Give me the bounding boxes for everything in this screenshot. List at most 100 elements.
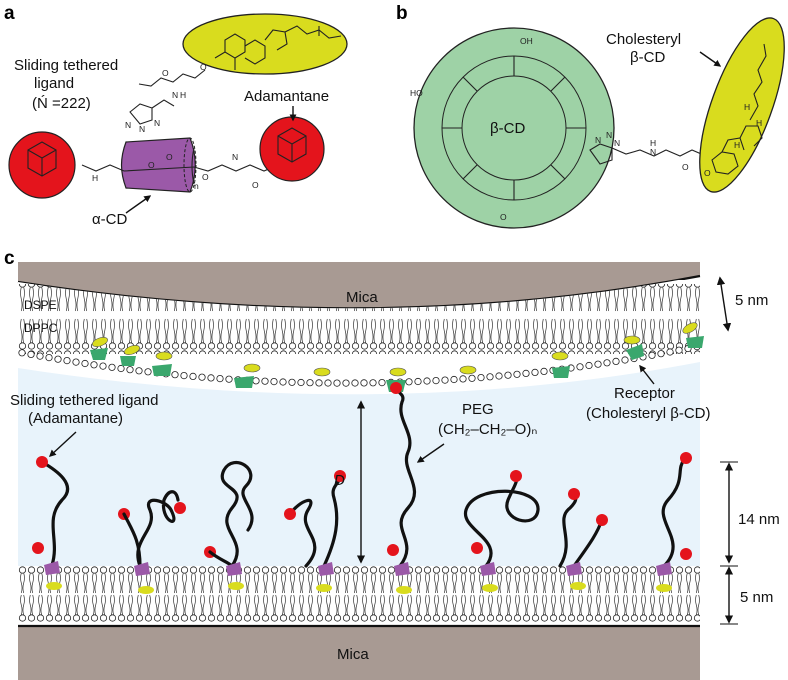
lipid-head — [279, 378, 287, 386]
adamantane-structure-left — [27, 141, 57, 177]
lipid-head — [576, 363, 584, 371]
receptor-label-line2: (Cholesteryl β-CD) — [586, 405, 710, 422]
tethered-ligand — [284, 470, 346, 592]
lipid-head — [36, 352, 44, 360]
mica-bottom — [18, 626, 700, 680]
lipid-head — [342, 379, 350, 387]
lipid-head — [207, 374, 215, 382]
lipid-head — [441, 376, 449, 384]
lipid-head — [450, 375, 458, 384]
tethered-ligand — [463, 470, 540, 592]
atom-h-b1: H — [650, 138, 656, 148]
panel-label-a: a — [4, 3, 15, 24]
lipid-head — [315, 379, 323, 387]
lipid-head — [126, 366, 134, 374]
lipid-head — [468, 374, 476, 382]
atom-n-a3: N — [139, 124, 145, 134]
dim-5nm-bottom-label: 5 nm — [740, 589, 773, 606]
lipid-head — [324, 379, 332, 387]
atom-n-a4: N — [154, 118, 160, 128]
lipid-head — [90, 361, 98, 369]
peg-arrow — [416, 443, 445, 463]
lipid-head — [360, 379, 368, 387]
tethered-ligand — [656, 452, 692, 592]
linker-a — [138, 69, 206, 87]
receptor — [682, 322, 704, 348]
lipid-head — [306, 379, 314, 387]
atom-n-b2: N — [606, 130, 612, 140]
beta-cd-label: β-CD — [490, 120, 525, 137]
dppc-label: DPPC — [24, 321, 58, 335]
lipid-head — [99, 362, 107, 370]
peg-label-line1: PEG — [462, 401, 494, 418]
lipid-head — [621, 356, 629, 364]
tethered-ligand — [558, 488, 608, 590]
receptor-label-line1: Receptor — [614, 385, 675, 402]
atom-h-b3: H — [734, 140, 740, 150]
lipid-head — [594, 360, 602, 368]
tethered-ligand — [387, 382, 416, 594]
alpha-cd-label: α-CD — [92, 211, 127, 228]
n-value-label: (Ń =222) — [32, 95, 91, 112]
panel-label-c: c — [4, 248, 15, 269]
lipid-head — [225, 375, 233, 383]
lipid-head — [378, 378, 386, 387]
cholesteryl-arrow — [699, 51, 722, 67]
bottom-bilayer — [18, 566, 700, 622]
alpha-cd-arrow — [125, 195, 152, 214]
atom-o-a3: O — [148, 160, 155, 170]
panel-a: a Sliding tethered ligand (Ń =222) O H … — [4, 3, 348, 228]
atom-n-a2: N — [125, 120, 131, 130]
lipid-head — [180, 371, 188, 380]
lipid-head — [432, 376, 440, 385]
receptor — [234, 363, 261, 388]
lipid-head — [18, 349, 26, 357]
repeat-n: n — [194, 181, 199, 191]
sliding-ligand-label-line2: ligand — [34, 75, 74, 92]
peg-label-line2: (CH₂–CH₂–O)ₙ — [438, 421, 537, 438]
alpha-cd-rim — [183, 137, 197, 193]
dim-14nm-label: 14 nm — [738, 511, 780, 528]
dim-5nm-top-arrow — [716, 276, 732, 332]
lipid-head — [522, 369, 530, 377]
lipid-head — [585, 361, 593, 370]
atom-o-b2: O — [682, 162, 689, 172]
lipid-head — [117, 364, 125, 373]
receptor — [551, 351, 570, 378]
adamantane-label: Adamantane — [244, 88, 329, 105]
lipid-head — [513, 370, 521, 378]
lipid-head — [297, 378, 305, 387]
mica-bottom-label: Mica — [337, 646, 369, 663]
lipid-head — [414, 377, 422, 386]
lipid-head — [612, 357, 620, 365]
atom-o-a6: O — [252, 180, 259, 190]
atom-n-b1: N — [595, 135, 601, 145]
lipid-head — [675, 346, 683, 354]
triazole-a — [129, 99, 175, 125]
lipid-head — [486, 373, 494, 381]
adamantane-structure-right — [277, 127, 307, 163]
lipid-head — [531, 368, 539, 376]
mica-top — [18, 262, 700, 309]
lipid-head — [171, 371, 179, 379]
tethered-ligand — [204, 460, 254, 590]
lipid-head — [666, 348, 674, 356]
lipid-head — [423, 377, 431, 385]
atom-n-a1: N — [172, 90, 178, 100]
atom-n-b4: N — [650, 147, 656, 157]
sliding-ligand-label-line1: Sliding tethered — [14, 57, 118, 74]
atom-o-a1: O — [200, 62, 207, 72]
atom-h-b2: H — [756, 118, 762, 128]
atom-h-a1: H — [180, 90, 186, 100]
lipid-head — [351, 379, 359, 387]
lipid-head — [540, 367, 548, 375]
cholesterol-structure-b — [711, 43, 767, 175]
lipid-head — [504, 371, 512, 379]
receptor — [313, 367, 331, 377]
lipid-head — [369, 379, 377, 387]
atom-o-b1: O — [500, 212, 507, 222]
atom-h-a2: H — [92, 173, 98, 183]
atom-oh-b1: OH — [520, 36, 533, 46]
lipid-head — [72, 358, 80, 366]
cholesterol-structure-a — [214, 25, 342, 70]
